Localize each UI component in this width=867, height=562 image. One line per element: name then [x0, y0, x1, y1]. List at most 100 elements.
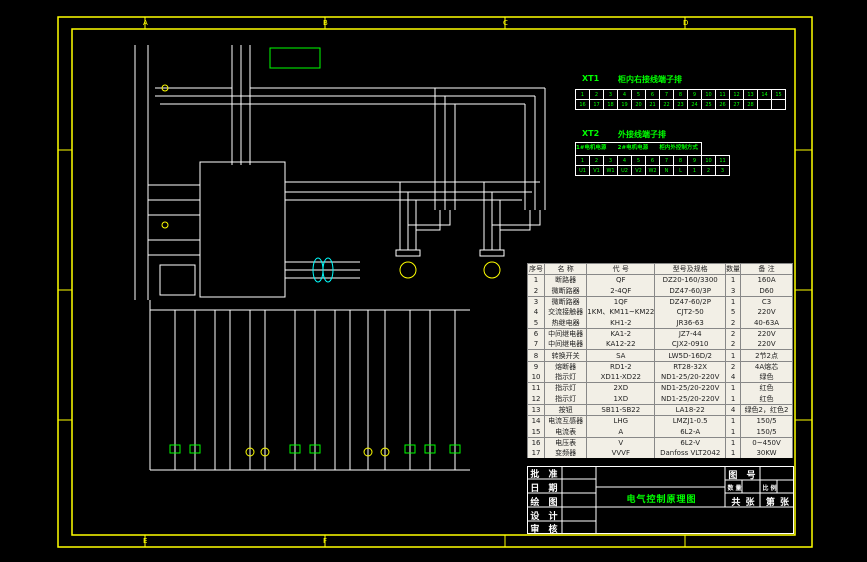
table-cell: 变频器 — [544, 448, 588, 459]
table-cell: ND1-25/20-220V — [654, 382, 727, 394]
terminal-cell: 10 — [701, 155, 716, 166]
terminal-header: 1#电机电源 — [576, 145, 607, 151]
table-cell: 1 — [725, 415, 742, 427]
table-cell: ND1-25/20-220V — [654, 393, 727, 405]
table-cell: A — [586, 426, 656, 438]
table-cell: 3 — [526, 295, 546, 308]
table-cell: SB11-SB22 — [586, 403, 656, 416]
table-cell: C3 — [740, 295, 793, 308]
table-cell: LHG — [586, 415, 656, 427]
review-label: 审 核 — [530, 525, 561, 535]
grid-letter: A — [143, 19, 148, 27]
title-block: 批 准 日 期 绘 图 设 计 审 核 电气控制原理图 图 号 数 量 比 例 … — [527, 466, 794, 535]
terminal-cell: 3 — [603, 155, 618, 166]
scale-label: 比 例 — [762, 485, 777, 492]
column-header: 备 注 — [740, 262, 793, 275]
sheet-number-label: 第 张 — [765, 497, 791, 508]
terminal-cell: 4 — [617, 89, 632, 100]
table-cell: 2 — [725, 317, 742, 329]
outer-frame — [57, 16, 813, 548]
drawing-number-label: 图 号 — [728, 470, 759, 481]
table-cell: 0~450V — [740, 436, 793, 449]
terminal-strip-2-header: 1#电机电源 2#电机电源 柜内外控制方式 — [575, 142, 702, 156]
terminal-cell: 17 — [589, 99, 604, 110]
table-cell: 微断路器 — [544, 285, 588, 297]
design-label: 设 计 — [530, 511, 561, 522]
drawn-label: 绘 图 — [530, 497, 561, 508]
terminal-cell — [771, 99, 786, 110]
grid-letter: B — [323, 19, 328, 27]
table-cell: 6L2-V — [654, 436, 727, 449]
table-cell: 1 — [526, 274, 546, 286]
terminal-cell: 2 — [701, 165, 716, 176]
table-cell: RD1-2 — [586, 360, 656, 372]
table-cell: 1 — [725, 382, 742, 394]
table-header-row: 序号名 称代 号型号及规格数量备 注 — [526, 262, 793, 275]
terminal-cell: 4 — [617, 155, 632, 166]
table-cell: CJT2-50 — [654, 307, 727, 318]
table-cell: 150/5 — [740, 415, 793, 427]
table-cell: KA12-22 — [586, 339, 656, 350]
table-cell: 5 — [526, 317, 546, 329]
table-cell: 绿色2，红色2 — [740, 403, 793, 416]
main-power-circuit — [155, 45, 546, 298]
table-cell: LW5D-16D/2 — [654, 349, 727, 362]
motor-1 — [399, 261, 417, 279]
table-cell: 4 — [526, 307, 546, 318]
terminal-cell: 19 — [617, 99, 632, 110]
terminal-cell: 23 — [673, 99, 688, 110]
grid-letter: F — [323, 537, 328, 545]
table-cell: 交流接触器 — [544, 307, 588, 318]
table-cell: 1 — [725, 295, 742, 308]
table-cell: 30KW — [740, 448, 793, 459]
table-cell: ND1-25/20-220V — [654, 371, 727, 383]
table-cell: CJX2-0910 — [654, 339, 727, 350]
grid-letter: D — [683, 19, 689, 27]
table-cell: 220V — [740, 327, 793, 340]
table-cell: Danfoss VLT2042 — [654, 448, 727, 459]
terminal-cell: 7 — [659, 155, 674, 166]
table-cell: 指示灯 — [544, 393, 588, 405]
terminal-cell: 1 — [575, 89, 590, 100]
terminal-cell: 18 — [603, 99, 618, 110]
terminal-cell: 26 — [715, 99, 730, 110]
terminal-cell: 12 — [729, 89, 744, 100]
table-cell: 红色 — [740, 393, 793, 405]
terminal-cell — [757, 99, 772, 110]
column-header: 数量 — [725, 262, 742, 275]
table-cell: 1XD — [586, 393, 656, 405]
terminal-cell: 28 — [743, 99, 758, 110]
table-cell: 4A熔芯 — [740, 360, 793, 372]
table-cell: DZ20-160/3300 — [654, 274, 727, 286]
column-header: 代 号 — [586, 262, 656, 275]
table-cell: 1KM、KM11~KM22 — [586, 307, 656, 318]
table-cell: 中间继电器 — [544, 327, 588, 340]
terminal-cell: 6 — [645, 155, 660, 166]
terminal-cell: 20 — [631, 99, 646, 110]
terminal-cell: N — [659, 165, 674, 176]
terminal-header: 2#电机电源 — [617, 145, 649, 151]
total-sheets-label: 共 张 — [731, 497, 756, 508]
terminal-cell: 6 — [645, 89, 660, 100]
table-cell: 1 — [725, 426, 742, 438]
table-cell: 2 — [725, 339, 742, 350]
grid-letter: E — [143, 537, 148, 545]
grid-ticks — [58, 17, 812, 547]
table-cell: 2 — [725, 327, 742, 340]
inner-frame — [71, 28, 796, 536]
table-cell: 14 — [526, 415, 546, 427]
